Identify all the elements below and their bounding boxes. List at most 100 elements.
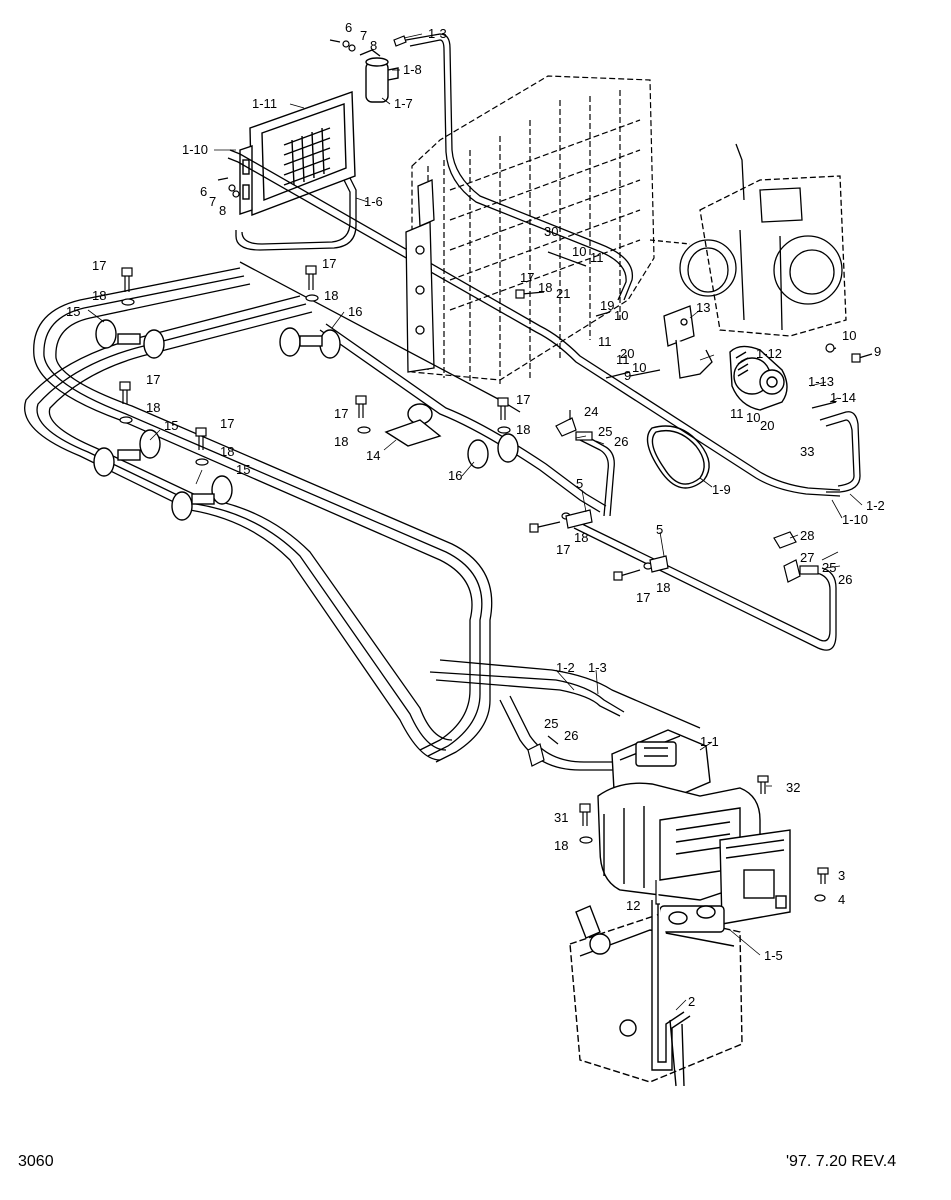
callout-label: 11 (598, 334, 612, 349)
callout-label: 1-12 (756, 346, 782, 361)
callout-label: 2 (688, 994, 695, 1009)
callout-label: 10 (632, 360, 646, 375)
leader-lines (87, 33, 863, 1011)
callout-label: 10 (572, 244, 586, 259)
revision-date: '97. 7.20 REV.4 (786, 1153, 897, 1170)
callout-label: 9 (624, 368, 631, 383)
callout-label: 18 (146, 400, 160, 415)
radiator-block (411, 75, 655, 384)
callout-label: 5 (656, 522, 663, 537)
callout-label: 15 (164, 418, 178, 433)
callout-label: 27 (800, 550, 814, 565)
receiver-drier (359, 49, 399, 103)
misc-fasteners (579, 775, 829, 905)
callout-label: 13 (696, 300, 710, 315)
callout-label: 17 (520, 270, 534, 285)
callout-label: 25 (544, 716, 558, 731)
callout-label: 18 (516, 422, 530, 437)
drive-belt (646, 425, 710, 489)
callout-label: 18 (574, 530, 588, 545)
callout-label: 1-11 (252, 96, 277, 111)
reservoir-tank (569, 900, 743, 1087)
callout-label: 17 (636, 590, 650, 605)
callout-label: 1-14 (830, 390, 856, 405)
callout-label: 1-10 (182, 142, 208, 157)
callout-label: 10 (614, 308, 628, 323)
callout-label: 16 (448, 468, 462, 483)
callout-label: 17 (146, 372, 160, 387)
callout-label: 1-5 (764, 948, 783, 963)
callout-label: 18 (324, 288, 338, 303)
callout-label: 17 (556, 542, 570, 557)
callout-label: 6 (200, 184, 207, 199)
callout-label: 8 (370, 38, 377, 53)
callout-label: 17 (220, 416, 234, 431)
engine-block (649, 143, 847, 337)
callout-label: 1-7 (394, 96, 413, 111)
callout-label: 18 (538, 280, 552, 295)
hose-fittings (527, 410, 819, 767)
callout-label: 1-9 (712, 482, 731, 497)
callout-label: 18 (92, 288, 106, 303)
callout-label: 14 (366, 448, 380, 463)
callout-label: 1-6 (364, 194, 383, 209)
heater-unit (597, 729, 791, 925)
callout-label: 31 (554, 810, 568, 825)
callout-label: 30 (544, 224, 558, 239)
callout-label: 18 (554, 838, 568, 853)
bolts-washers (119, 251, 873, 581)
callout-label: 15 (236, 462, 250, 477)
callout-label: 7 (209, 194, 216, 209)
callout-labels: 6 7 8 1-3 1-8 1-7 1-11 1-10 6 7 8 1-6 30… (66, 20, 885, 1009)
callout-label: 17 (334, 406, 348, 421)
compressor-bracket (663, 305, 713, 379)
callout-label: 26 (614, 434, 628, 449)
callout-label: 3 (838, 868, 845, 883)
callout-label: 1-1 (700, 734, 719, 749)
callout-label: 25 (822, 560, 836, 575)
callout-label: 1-3 (588, 660, 607, 675)
return-lines (573, 411, 861, 651)
refrigerant-hoses-upper (227, 33, 841, 497)
callout-label: 18 (334, 434, 348, 449)
pipe-clamps (93, 319, 519, 521)
callout-label: 25 (598, 424, 612, 439)
pipe-bundle (24, 261, 701, 771)
callout-label: 11 (616, 352, 630, 367)
callout-label: 1-3 (428, 26, 447, 41)
callout-label: 8 (219, 203, 226, 218)
callout-label: 15 (66, 304, 80, 319)
callout-label: 1-8 (403, 62, 422, 77)
callout-label: 11 (730, 406, 744, 421)
radiator-side (405, 179, 435, 373)
compressor (729, 345, 788, 411)
callout-label: 18 (220, 444, 234, 459)
callout-label: 4 (838, 892, 845, 907)
callout-label: 20 (760, 418, 774, 433)
callout-label: 33 (800, 444, 814, 459)
callout-label: 1-10 (842, 512, 868, 527)
callout-label: 1-2 (866, 498, 885, 513)
callout-label: 24 (584, 404, 598, 419)
callout-label: 20 (620, 346, 634, 361)
page-number: 3060 (18, 1153, 54, 1170)
callout-label: 21 (556, 286, 570, 301)
callout-label: 18 (656, 580, 670, 595)
callout-label: 9 (874, 344, 881, 359)
callout-label: 26 (838, 572, 852, 587)
callout-label: 17 (516, 392, 530, 407)
callout-label: 7 (360, 28, 367, 43)
callout-label: 5 (576, 476, 583, 491)
callout-label: 26 (564, 728, 578, 743)
callout-label: 17 (322, 256, 336, 271)
callout-label: 1-13 (808, 374, 834, 389)
top-fittings (217, 35, 407, 198)
callout-label: 1-2 (556, 660, 575, 675)
callout-label: 6 (345, 20, 352, 35)
callout-label: 12 (626, 898, 640, 913)
callout-label: 28 (800, 528, 814, 543)
callout-label: 10 (842, 328, 856, 343)
callout-label: 32 (786, 780, 800, 795)
callout-label: 10 (746, 410, 760, 425)
